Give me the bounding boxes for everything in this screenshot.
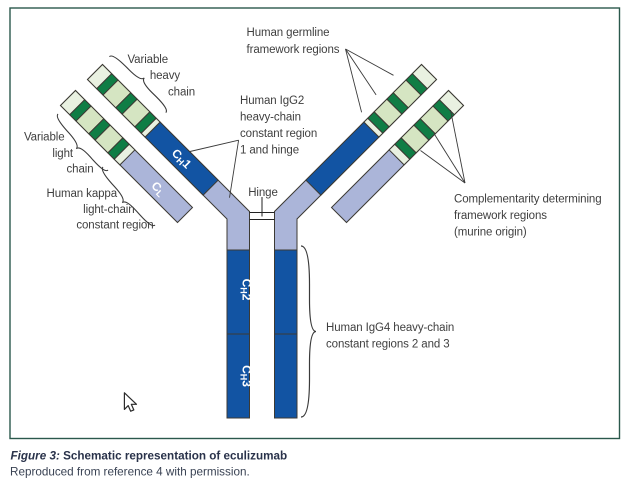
svg-text:Complementarity determining: Complementarity determining [454,194,602,206]
svg-text:constant region: constant region [76,220,153,232]
svg-text:framework regions: framework regions [247,44,340,56]
svg-text:chain: chain [168,87,195,99]
svg-text:Human kappa: Human kappa [47,188,118,200]
svg-text:CH3: CH3 [239,365,254,387]
svg-text:Variable: Variable [24,132,65,144]
svg-text:(murine origin): (murine origin) [454,227,527,239]
svg-text:Reproduced from reference 4 wi: Reproduced from reference 4 with permiss… [10,466,250,479]
svg-text:light-chain: light-chain [83,204,134,216]
svg-text:constant regions 2 and 3: constant regions 2 and 3 [326,339,450,351]
svg-text:heavy-chain: heavy-chain [240,112,301,124]
svg-text:CH2: CH2 [239,279,254,301]
svg-text:Human IgG4 heavy-chain: Human IgG4 heavy-chain [326,322,454,334]
svg-text:light: light [52,148,74,160]
svg-text:chain: chain [67,164,94,176]
svg-text:heavy: heavy [150,70,181,82]
svg-text:1 and hinge: 1 and hinge [240,145,299,157]
svg-text:constant region: constant region [240,128,317,140]
svg-text:framework regions: framework regions [454,210,547,222]
svg-text:Figure 3: Schematic representa: Figure 3: Schematic representation of ec… [11,450,288,463]
svg-text:Human germline: Human germline [247,27,330,39]
svg-text:Variable: Variable [127,54,168,66]
svg-text:Hinge: Hinge [248,187,278,199]
svg-text:Human IgG2: Human IgG2 [240,95,304,107]
